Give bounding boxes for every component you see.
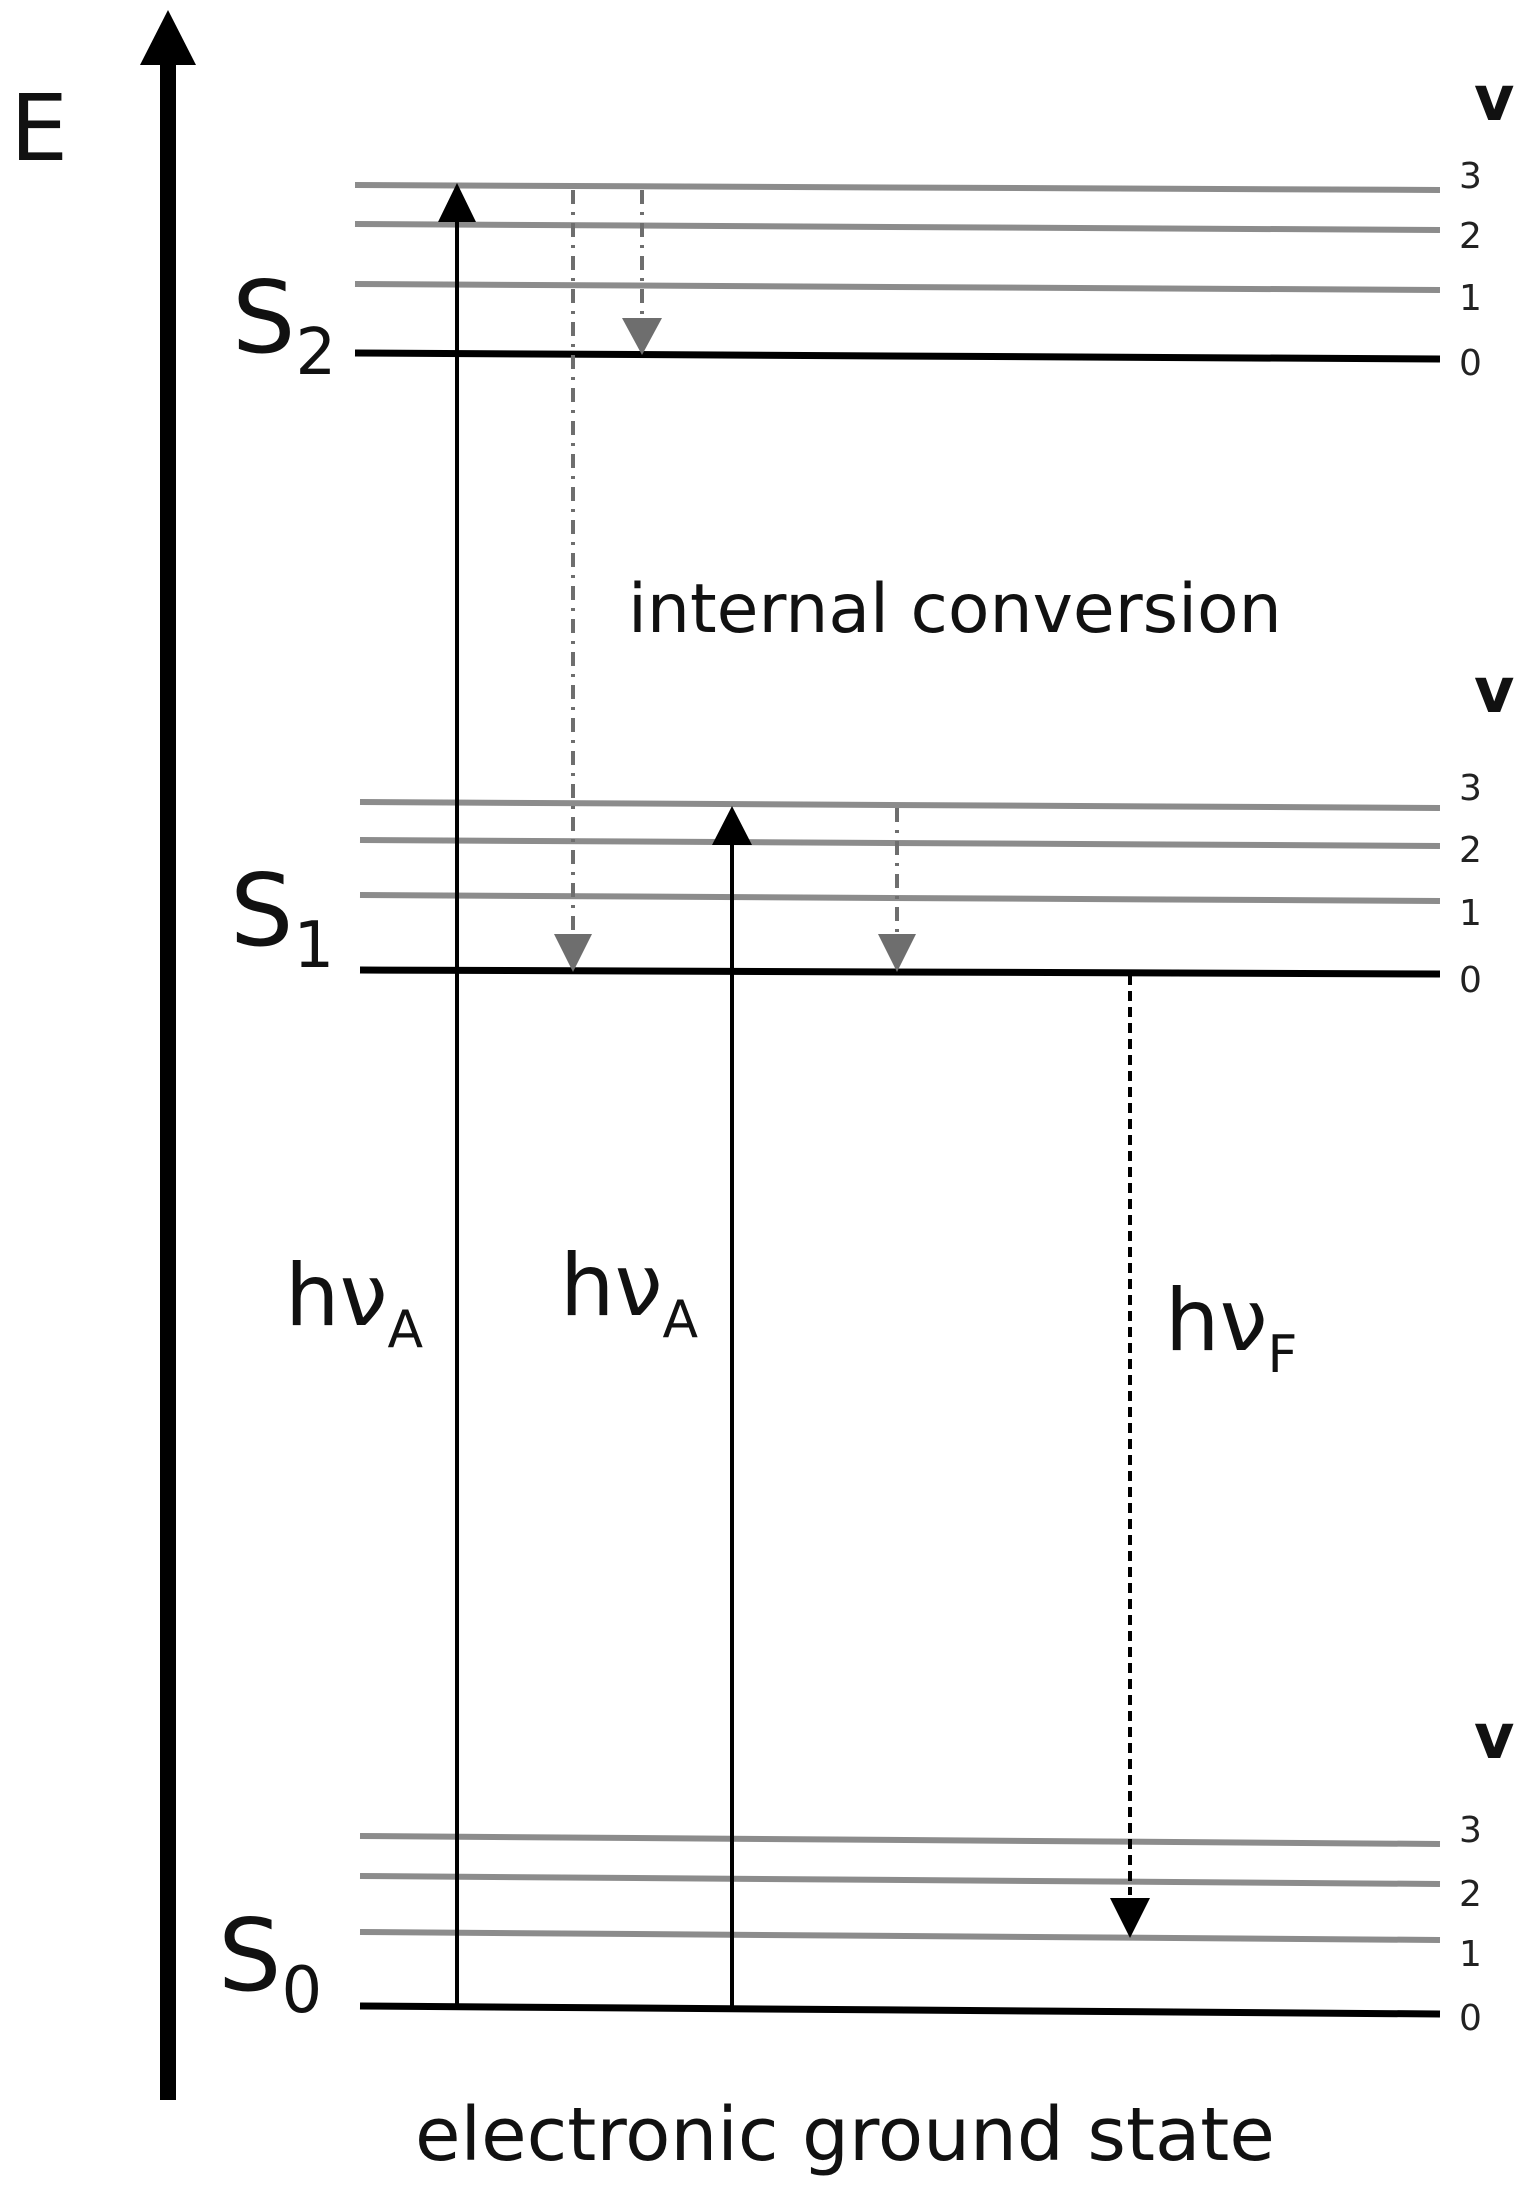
absorption-label-2: hνA <box>560 1236 699 1350</box>
s0-v-header: v <box>1474 1700 1514 1773</box>
s1-level-v1 <box>359 892 1441 904</box>
s0-level-v2 <box>359 1873 1441 1887</box>
vibrational-relaxation-arrow-s2 <box>622 190 662 355</box>
s2-level-v3 <box>354 182 1441 193</box>
s0-vnum-3: 3 <box>1459 1810 1482 1851</box>
state-s2: S2 v 3 2 1 0 <box>232 62 1514 390</box>
s2-label: S2 <box>232 259 336 390</box>
vr-arrowhead-s1 <box>878 934 916 972</box>
s1-level-v3 <box>359 799 1441 811</box>
absorption-arrowhead-2 <box>712 806 752 845</box>
s0-vnum-1: 1 <box>1459 1934 1482 1975</box>
s0-vnum-2: 2 <box>1459 1874 1482 1915</box>
ground-state-label: electronic ground state <box>415 2092 1275 2178</box>
s1-level-v0 <box>359 966 1441 978</box>
absorption-arrow-s0-s1 <box>712 806 752 2010</box>
s2-level-v0 <box>354 349 1441 363</box>
s2-level-v1 <box>354 281 1441 293</box>
s2-vnum-1: 1 <box>1459 278 1482 319</box>
s1-vnum-1: 1 <box>1459 893 1482 934</box>
energy-axis: E <box>10 10 196 2100</box>
s0-level-v1 <box>359 1929 1441 1943</box>
absorption-arrowhead-1 <box>438 183 476 222</box>
s1-v-header: v <box>1474 654 1514 727</box>
s2-vnum-2: 2 <box>1459 216 1482 257</box>
s1-vnum-2: 2 <box>1459 830 1482 871</box>
s0-label: S0 <box>218 1897 322 2028</box>
internal-conversion-arrow-s2-s1 <box>554 190 592 972</box>
s1-level-v2 <box>359 837 1441 849</box>
s2-v-header: v <box>1474 62 1514 135</box>
s1-label: S1 <box>230 852 334 983</box>
absorption-arrow-s0-s2 <box>438 183 476 2010</box>
s0-level-v0 <box>359 2002 1441 2018</box>
fluorescence-arrowhead <box>1110 1898 1150 1938</box>
ic-arrowhead-s2-s1 <box>554 934 592 972</box>
vibrational-relaxation-arrow-s1 <box>878 808 916 972</box>
fluorescence-arrow <box>1110 975 1150 1938</box>
vr-arrowhead-s2 <box>622 318 662 355</box>
energy-axis-arrowhead <box>140 10 196 65</box>
state-s1: S1 v 3 2 1 0 <box>230 654 1514 1001</box>
s1-vnum-0: 0 <box>1459 960 1482 1001</box>
absorption-label-1: hνA <box>285 1246 424 1360</box>
s0-vnum-0: 0 <box>1459 1998 1482 2039</box>
s2-level-v2 <box>354 221 1441 233</box>
s2-vnum-3: 3 <box>1459 156 1482 197</box>
energy-axis-label: E <box>10 75 68 182</box>
state-s0: S0 v 3 2 1 0 <box>218 1700 1514 2039</box>
s2-vnum-0: 0 <box>1459 343 1482 384</box>
s1-vnum-3: 3 <box>1459 768 1482 809</box>
s0-level-v3 <box>359 1833 1441 1847</box>
internal-conversion-label: internal conversion <box>628 570 1282 649</box>
fluorescence-label: hνF <box>1165 1271 1297 1385</box>
